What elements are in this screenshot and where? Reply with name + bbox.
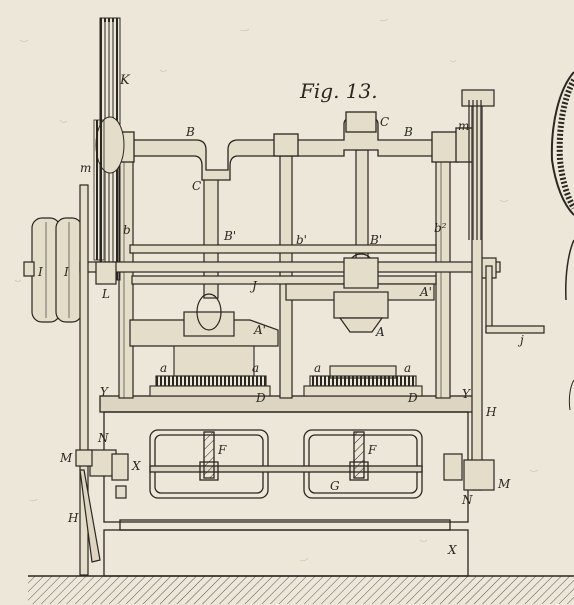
- rack-teeth: [468, 100, 482, 240]
- ground-hatching: [28, 575, 574, 604]
- label-b-prime: b': [296, 233, 307, 247]
- label-a3: a: [314, 361, 321, 375]
- label-B-prime-right: B': [369, 233, 382, 247]
- paper-texture: [14, 18, 539, 561]
- label-M-right: M: [497, 477, 511, 491]
- label-H-left: H: [67, 511, 79, 525]
- label-B-left: B: [185, 125, 195, 139]
- label-F-left: F: [217, 443, 227, 457]
- label-j: j: [517, 333, 524, 347]
- top-beam: [109, 111, 477, 181]
- machine-base: [99, 395, 475, 577]
- pressure-heads: [129, 253, 435, 347]
- label-a2: a: [252, 361, 259, 375]
- label-X-bottom: X: [447, 543, 457, 557]
- figure-title: Fig. 13.: [299, 79, 378, 103]
- label-A: A: [375, 325, 385, 339]
- mould-boxes: [149, 345, 423, 397]
- label-m-left: m: [80, 161, 91, 175]
- label-B-prime-left: B': [223, 229, 236, 243]
- label-m-right: m: [458, 119, 469, 133]
- label-N-left: N: [97, 431, 109, 445]
- label-a4: a: [404, 361, 411, 375]
- label-B-right: B: [403, 125, 413, 139]
- label-G: G: [330, 479, 340, 493]
- label-C-top: C: [380, 115, 389, 129]
- label-I-outer: I: [37, 265, 43, 279]
- label-A-prime-center: A': [253, 323, 266, 337]
- label-H-right: H: [485, 405, 497, 419]
- label-N-right: N: [461, 493, 473, 507]
- side-bosses: [111, 453, 463, 499]
- label-K: K: [119, 73, 131, 88]
- label-b-left: b: [123, 223, 131, 237]
- label-L: L: [101, 287, 110, 301]
- label-b2: b²: [434, 221, 447, 235]
- label-M-left: M: [59, 451, 73, 465]
- label-D-right: D: [407, 391, 418, 405]
- upright-columns: [118, 149, 451, 399]
- label-X-left: X: [131, 459, 141, 473]
- label-I-inner: I: [63, 265, 69, 279]
- reference-letters: K m m B B C C b b' b² B' B' I I L J A' A…: [37, 73, 524, 557]
- gear-K: [93, 17, 125, 281]
- label-Y-right: Y: [462, 387, 471, 401]
- label-F-right: F: [367, 443, 377, 457]
- label-a1: a: [160, 361, 167, 375]
- label-Y-left: Y: [100, 385, 109, 399]
- label-D-left: D: [255, 391, 266, 405]
- label-A-prime-right: A': [419, 285, 432, 299]
- label-C-left: C: [192, 179, 201, 193]
- pulley-I: [23, 217, 83, 323]
- label-J: J: [249, 279, 258, 293]
- partial-gear-right: [550, 71, 574, 411]
